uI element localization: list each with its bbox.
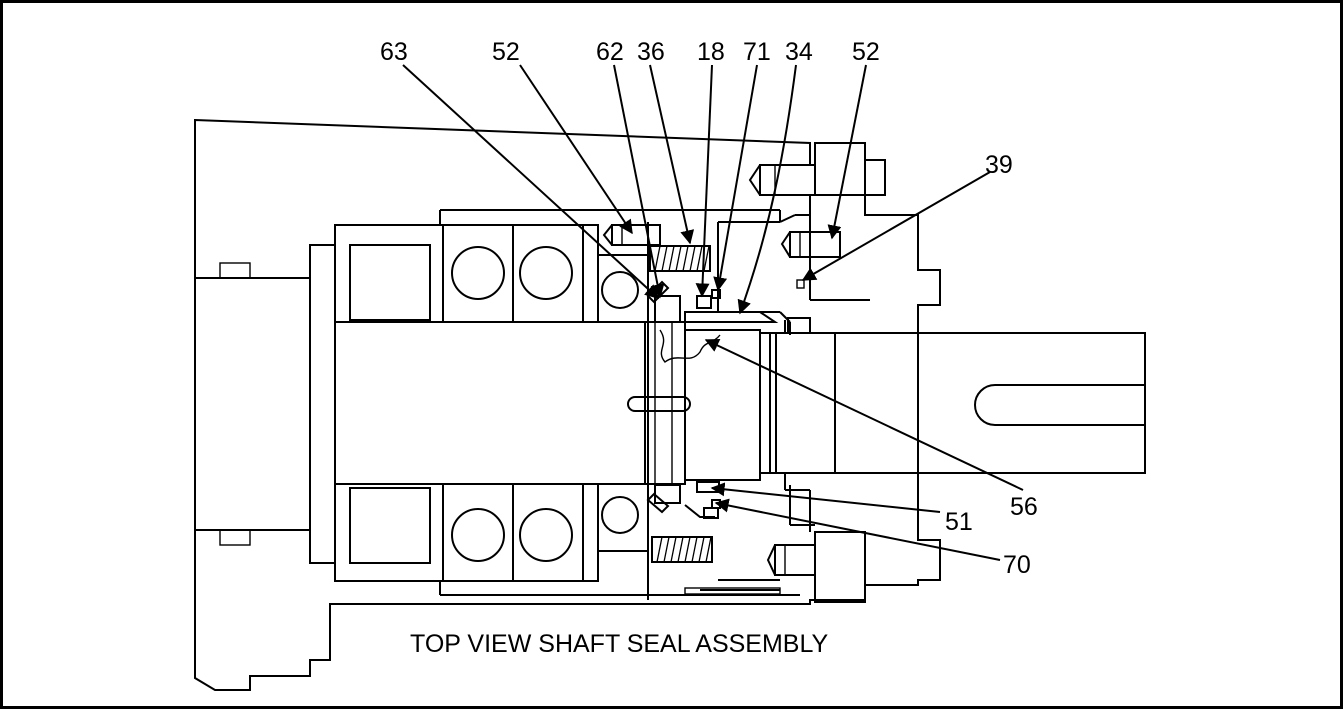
callout-36: 36: [637, 38, 665, 66]
leader-lines: [402, 64, 1024, 561]
leader-56: [704, 339, 1024, 491]
upper-spring: [649, 245, 711, 272]
leader-71: [713, 64, 758, 292]
left-shaft: [194, 244, 646, 564]
leader-52b: [827, 64, 867, 240]
callout-34: 34: [785, 38, 813, 66]
lower-spring: [651, 536, 713, 563]
lower-bearings: [334, 483, 800, 596]
callout-39: 39: [985, 151, 1013, 179]
center-shaft: [627, 320, 1146, 491]
leader-36: [649, 64, 695, 245]
lower-bolts: [684, 490, 866, 603]
callout-51: 51: [945, 508, 973, 536]
callout-71: 71: [743, 38, 771, 66]
callout-56: 56: [1010, 493, 1038, 521]
leader-39: [801, 171, 991, 281]
leader-18: [695, 64, 713, 298]
callout-52-right: 52: [852, 38, 880, 66]
upper-bearings: [334, 209, 780, 323]
leader-62: [613, 64, 665, 299]
callout-63: 63: [380, 38, 408, 66]
diagram-caption: TOP VIEW SHAFT SEAL ASSEMBLY: [410, 630, 829, 658]
callout-52-left: 52: [492, 38, 520, 66]
housing: [194, 118, 941, 691]
leader-70: [714, 498, 1001, 561]
seal-housing: [647, 210, 815, 600]
callout-18: 18: [697, 38, 725, 66]
callout-70: 70: [1003, 551, 1031, 579]
leader-34: [737, 64, 797, 315]
callout-62: 62: [596, 38, 624, 66]
leader-51: [710, 482, 941, 513]
callout-labels: 63 52 62 36 18 71 34 52 39 56 51 70: [380, 38, 1038, 579]
leader-52a: [519, 64, 633, 235]
leader-63: [402, 64, 660, 299]
